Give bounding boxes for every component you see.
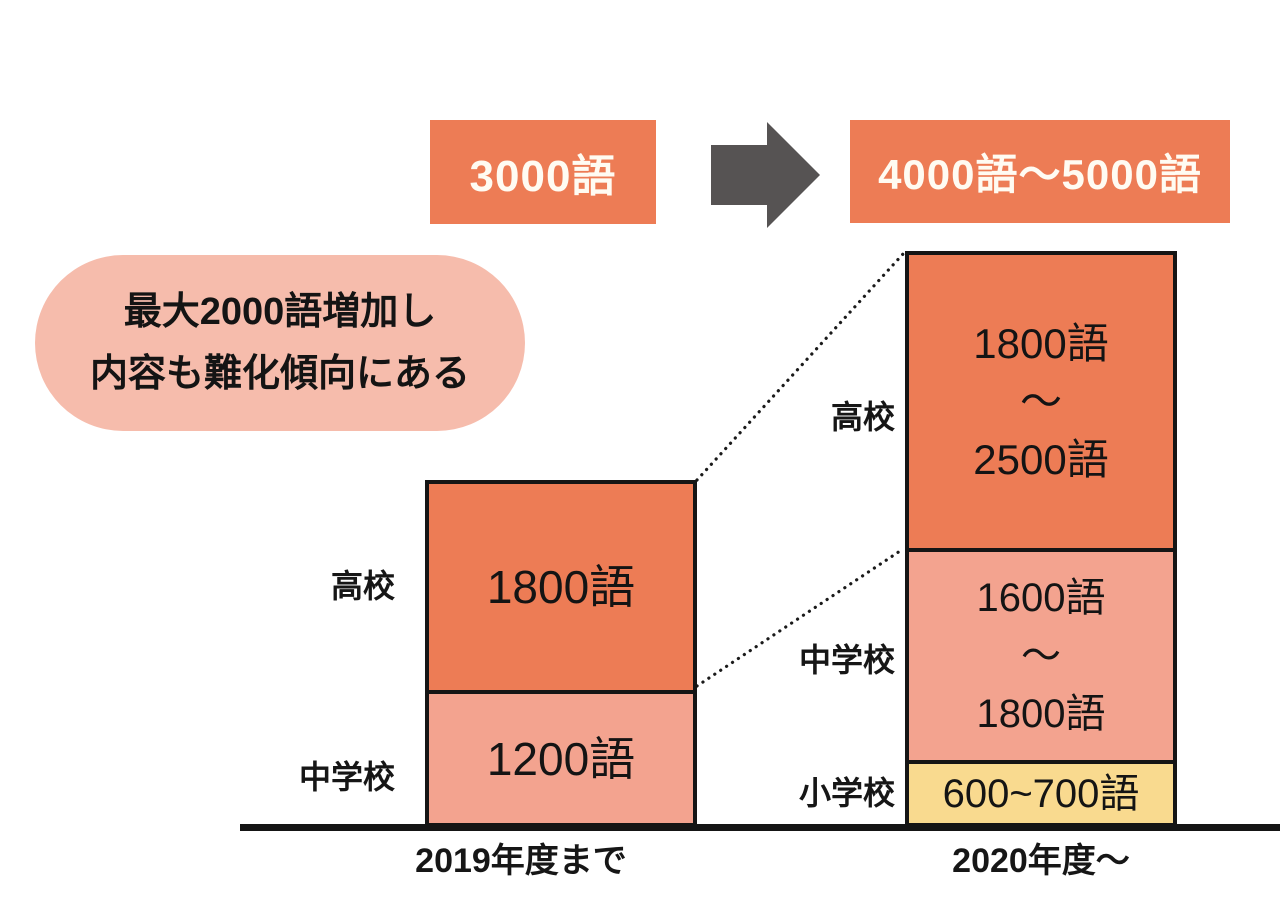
callout-bubble: 最大2000語増加し 内容も難化傾向にある <box>35 255 525 431</box>
label-juniorhigh-2020: 中学校 <box>798 642 895 678</box>
label-highschool-2019: 高校 <box>330 568 395 604</box>
segment-juniorhigh-2019: 1200語 <box>429 690 693 823</box>
segment-value: 1800語 <box>486 561 636 613</box>
label-elementary-2020: 小学校 <box>798 775 895 811</box>
segment-value: 600~700語 <box>942 771 1140 816</box>
segment-elementary-2020: 600~700語 <box>909 760 1173 823</box>
segment-value-line: 1800語 <box>976 692 1106 736</box>
axis-label-2020: 2020年度〜 <box>952 842 1130 880</box>
before-total-label: 3000語 <box>469 152 617 201</box>
segment-value-line: 2500語 <box>973 435 1109 483</box>
callout-text-line2: 内容も難化傾向にある <box>89 353 470 395</box>
before-total-box: 3000語 <box>430 120 656 224</box>
after-total-label: 4000語〜5000語 <box>878 151 1202 198</box>
segment-value-line: 〜 <box>1021 634 1061 678</box>
segment-juniorhigh-2020: 1600語 〜 1800語 <box>909 548 1173 760</box>
segment-value-line: 1600語 <box>976 576 1106 620</box>
connector-line-top <box>695 252 905 482</box>
label-juniorhigh-2019: 中学校 <box>298 759 395 795</box>
stacked-bar-2019: 1800語 1200語 <box>425 480 697 827</box>
callout-text-line1: 最大2000語増加し <box>123 291 437 333</box>
label-highschool-2020: 高校 <box>830 399 895 435</box>
segment-value-line: 〜 <box>1019 377 1062 425</box>
segment-highschool-2019: 1800語 <box>429 484 693 690</box>
segment-value-line: 1800語 <box>973 319 1109 367</box>
segment-value: 1200語 <box>486 732 636 785</box>
stacked-bar-2020: 1800語 〜 2500語 1600語 〜 1800語 600~700語 <box>905 251 1177 827</box>
x-axis-line <box>240 824 1280 831</box>
axis-label-2019: 2019年度まで <box>415 842 627 880</box>
segment-highschool-2020: 1800語 〜 2500語 <box>909 255 1173 548</box>
right-arrow-icon <box>711 122 820 228</box>
after-total-box: 4000語〜5000語 <box>850 120 1230 223</box>
